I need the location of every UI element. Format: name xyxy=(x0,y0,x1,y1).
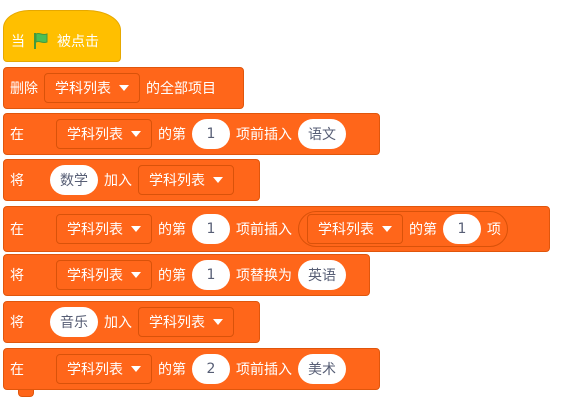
index-input[interactable]: 2 xyxy=(192,354,230,384)
dropdown-caret-icon xyxy=(119,85,129,91)
hat-clicked-label: 被点击 xyxy=(57,34,99,50)
list-dropdown[interactable]: 学科列表 xyxy=(44,73,140,103)
block-verb-label: 将 xyxy=(10,268,24,284)
hat-when-label: 当 xyxy=(11,34,25,50)
block-action-label: 项前插入 xyxy=(236,222,292,238)
list-dropdown-label: 学科列表 xyxy=(149,173,205,189)
block-verb-label: 在 xyxy=(10,222,24,238)
block-verb-label: 将 xyxy=(10,315,24,331)
list-dropdown[interactable]: 学科列表 xyxy=(56,354,152,384)
block-add-label: 加入 xyxy=(104,173,132,189)
index-input[interactable]: 1 xyxy=(192,214,230,244)
index-input[interactable]: 1 xyxy=(443,214,481,244)
replace-item-block[interactable]: 将 学科列表 的第 1 项替换为 英语 xyxy=(3,254,370,296)
list-dropdown-label: 学科列表 xyxy=(67,222,123,238)
dropdown-caret-icon xyxy=(213,319,223,325)
block-bottom-notch xyxy=(18,390,34,397)
list-dropdown-label: 学科列表 xyxy=(67,362,123,378)
list-dropdown[interactable]: 学科列表 xyxy=(138,307,234,337)
reporter-of-label: 的第 xyxy=(409,222,437,238)
add-item-block[interactable]: 将 音乐 加入 学科列表 xyxy=(3,301,260,343)
block-of-label: 的第 xyxy=(158,222,186,238)
dropdown-caret-icon xyxy=(131,131,141,137)
value-input[interactable]: 数学 xyxy=(50,165,98,195)
block-action-label: 项替换为 xyxy=(236,268,292,284)
green-flag-icon xyxy=(34,32,48,49)
delete-all-block[interactable]: 删除 学科列表 的全部项目 xyxy=(3,67,244,109)
value-input[interactable]: 美术 xyxy=(298,354,346,384)
index-input[interactable]: 1 xyxy=(192,260,230,290)
list-dropdown[interactable]: 学科列表 xyxy=(56,260,152,290)
block-verb-label: 将 xyxy=(10,173,24,189)
dropdown-caret-icon xyxy=(382,226,392,232)
block-add-label: 加入 xyxy=(104,315,132,331)
dropdown-caret-icon xyxy=(131,226,141,232)
block-of-label: 的第 xyxy=(158,362,186,378)
list-dropdown-label: 学科列表 xyxy=(318,222,374,238)
list-dropdown[interactable]: 学科列表 xyxy=(56,214,152,244)
block-action-label: 项前插入 xyxy=(236,362,292,378)
list-dropdown-label: 学科列表 xyxy=(55,81,111,97)
insert-item-block[interactable]: 在 学科列表 的第 1 项前插入 学科列表 的第 1 项 xyxy=(3,206,550,252)
insert-item-block[interactable]: 在 学科列表 的第 2 项前插入 美术 xyxy=(3,348,380,390)
block-tail-label: 的全部项目 xyxy=(146,81,216,97)
block-verb-label: 在 xyxy=(10,127,24,143)
list-dropdown[interactable]: 学科列表 xyxy=(138,165,234,195)
list-dropdown-label: 学科列表 xyxy=(67,268,123,284)
value-input[interactable]: 英语 xyxy=(298,260,346,290)
value-input[interactable]: 语文 xyxy=(298,119,346,149)
dropdown-caret-icon xyxy=(131,272,141,278)
block-action-label: 项前插入 xyxy=(236,127,292,143)
insert-item-block[interactable]: 在 学科列表 的第 1 项前插入 语文 xyxy=(3,113,380,155)
when-flag-clicked-block[interactable]: 当 被点击 xyxy=(3,10,121,62)
index-input[interactable]: 1 xyxy=(192,119,230,149)
reporter-item-label: 项 xyxy=(487,222,501,238)
dropdown-caret-icon xyxy=(213,177,223,183)
list-dropdown[interactable]: 学科列表 xyxy=(307,214,403,244)
list-dropdown[interactable]: 学科列表 xyxy=(56,119,152,149)
list-dropdown-label: 学科列表 xyxy=(67,127,123,143)
item-of-list-reporter[interactable]: 学科列表 的第 1 项 xyxy=(298,211,508,247)
list-dropdown-label: 学科列表 xyxy=(149,315,205,331)
block-verb-label: 删除 xyxy=(10,81,38,97)
add-item-block[interactable]: 将 数学 加入 学科列表 xyxy=(3,159,260,201)
value-input[interactable]: 音乐 xyxy=(50,307,98,337)
block-of-label: 的第 xyxy=(158,127,186,143)
block-of-label: 的第 xyxy=(158,268,186,284)
dropdown-caret-icon xyxy=(131,366,141,372)
block-verb-label: 在 xyxy=(10,362,24,378)
